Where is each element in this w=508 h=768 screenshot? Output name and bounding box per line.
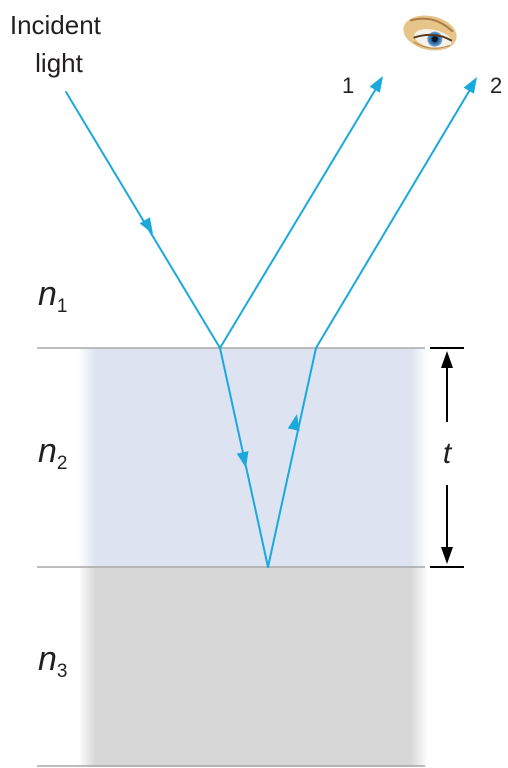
ray-2-label: 2 (490, 73, 502, 98)
thickness-dimension (430, 347, 464, 568)
incident-light-line2: light (35, 48, 83, 78)
n2-symbol: n (38, 432, 57, 470)
refracted-down-arrowhead (236, 451, 249, 468)
ray-1-arrowhead (369, 76, 383, 93)
eye-icon (403, 15, 457, 51)
n3-subscript: 3 (57, 661, 68, 682)
n3-symbol: n (38, 640, 57, 678)
film-layer-n2 (78, 348, 428, 567)
incident-ray (65, 91, 221, 349)
thickness-label: t (443, 437, 453, 470)
ray-2-arrowhead (463, 77, 477, 94)
reflected-ray-1 (219, 86, 378, 349)
reflected-ray-2 (315, 87, 472, 349)
medium-n3-label: n3 (38, 640, 68, 682)
reflected-ray-up (267, 347, 317, 568)
ray-arrowheads (139, 76, 477, 468)
medium-n2-label: n2 (38, 432, 68, 474)
reflected-up-arrowhead (287, 414, 300, 431)
medium-n1-label: n1 (38, 275, 68, 317)
thickness-up-arrowhead (441, 351, 453, 368)
incident-arrowhead (139, 217, 153, 234)
substrate-layer-n3 (78, 567, 428, 767)
incident-light-line1: Incident (10, 10, 102, 40)
n2-subscript: 2 (57, 453, 68, 474)
n1-subscript: 1 (57, 296, 68, 317)
n1-symbol: n (38, 275, 57, 313)
ray-1-label: 1 (342, 73, 354, 98)
incident-light-label: Incident light (10, 10, 108, 78)
thickness-down-arrowhead (441, 547, 453, 564)
